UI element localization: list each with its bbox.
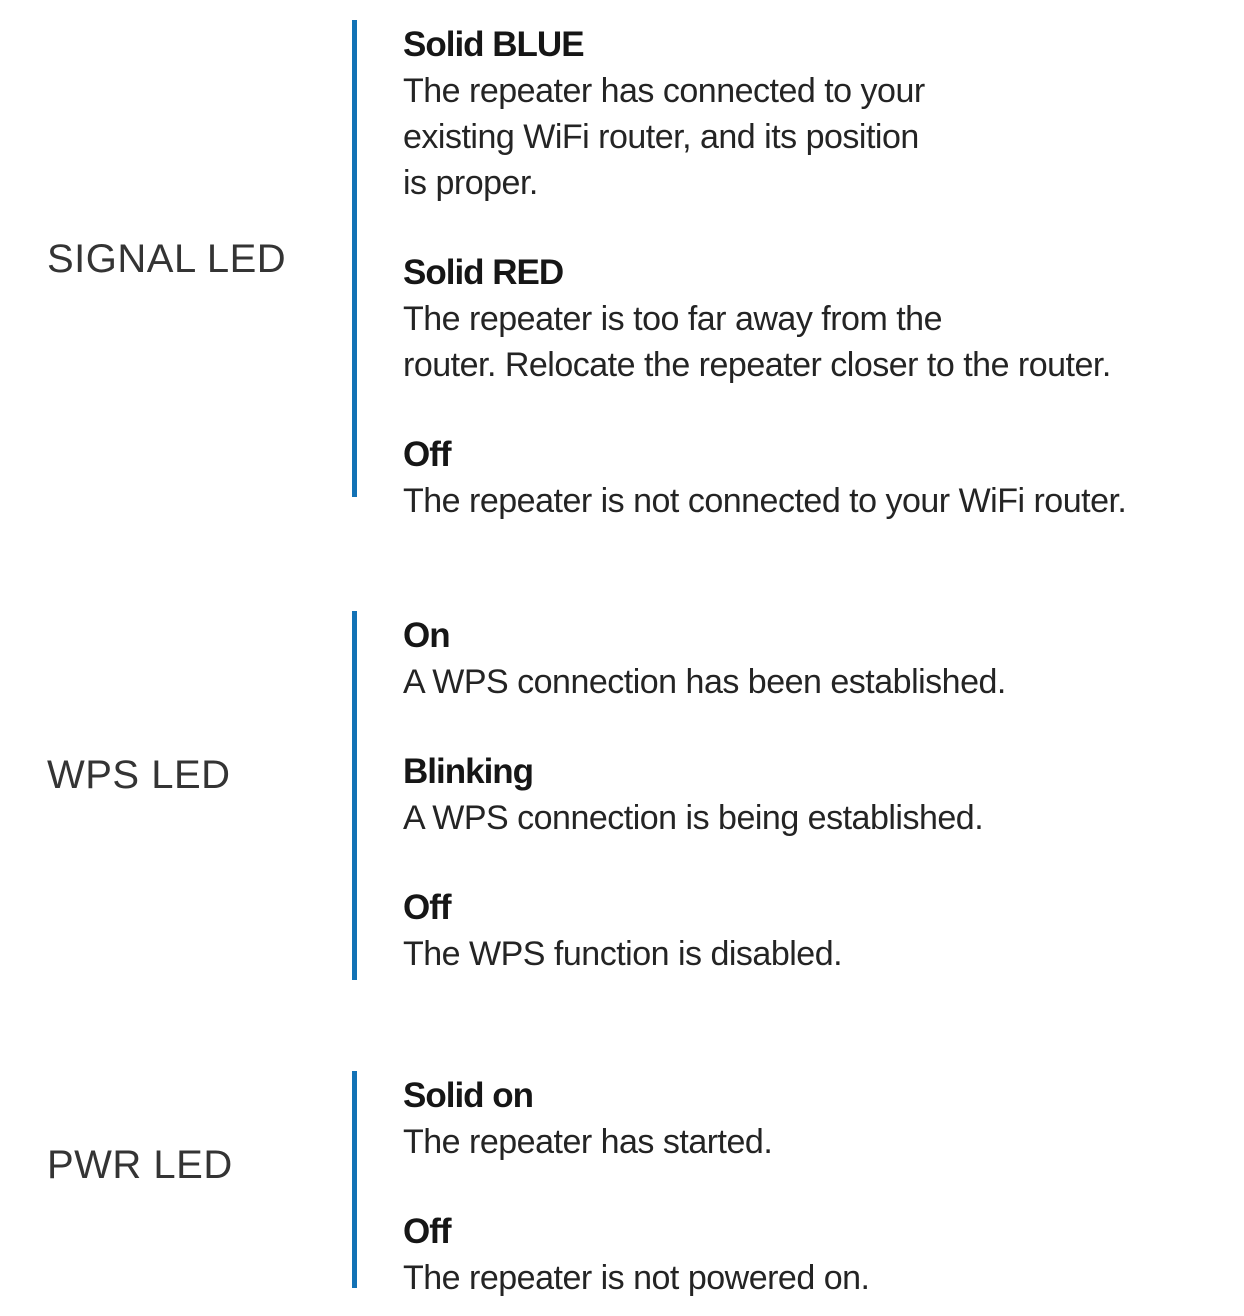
signal-led-entries: Solid BLUE The repeater has connected to… <box>403 22 1213 524</box>
led-state-entry: Solid on The repeater has started. <box>403 1073 1213 1165</box>
led-state-title: Solid RED <box>403 253 564 292</box>
led-state-entry: On A WPS connection has been established… <box>403 613 1213 705</box>
led-state-description: The repeater is too far away from the ro… <box>403 300 1111 384</box>
led-state-entry: Blinking A WPS connection is being estab… <box>403 749 1213 841</box>
led-state-entry: Off The WPS function is disabled. <box>403 885 1213 977</box>
pwr-led-divider-line <box>352 1071 357 1288</box>
led-state-description: The repeater is not connected to your Wi… <box>403 482 1127 520</box>
led-state-entry: Off The repeater is not connected to you… <box>403 432 1213 524</box>
led-state-title: Off <box>403 435 452 474</box>
led-state-title: Blinking <box>403 752 534 791</box>
signal-led-label: SIGNAL LED <box>47 237 287 281</box>
led-state-entry: Solid BLUE The repeater has connected to… <box>403 22 1213 206</box>
pwr-led-entries: Solid on The repeater has started. Off T… <box>403 1073 1213 1301</box>
led-state-title: Off <box>403 1212 452 1251</box>
led-state-title: Off <box>403 888 452 927</box>
led-state-description: The WPS function is disabled. <box>403 935 843 973</box>
wps-led-label: WPS LED <box>47 753 231 797</box>
led-state-entry: Solid RED The repeater is too far away f… <box>403 250 1213 388</box>
led-state-description: The repeater is not powered on. <box>403 1259 870 1297</box>
led-state-description: A WPS connection has been established. <box>403 663 1006 701</box>
led-state-title: Solid BLUE <box>403 25 585 64</box>
led-state-title: On <box>403 616 451 655</box>
pwr-led-label: PWR LED <box>47 1143 233 1187</box>
led-state-entry: Off The repeater is not powered on. <box>403 1209 1213 1301</box>
wps-led-entries: On A WPS connection has been established… <box>403 613 1213 977</box>
wps-led-divider-line <box>352 611 357 980</box>
led-state-description: The repeater has connected to your exist… <box>403 72 925 202</box>
led-state-description: The repeater has started. <box>403 1123 773 1161</box>
led-state-description: A WPS connection is being established. <box>403 799 984 837</box>
signal-led-divider-line <box>352 20 357 497</box>
led-state-title: Solid on <box>403 1076 534 1115</box>
